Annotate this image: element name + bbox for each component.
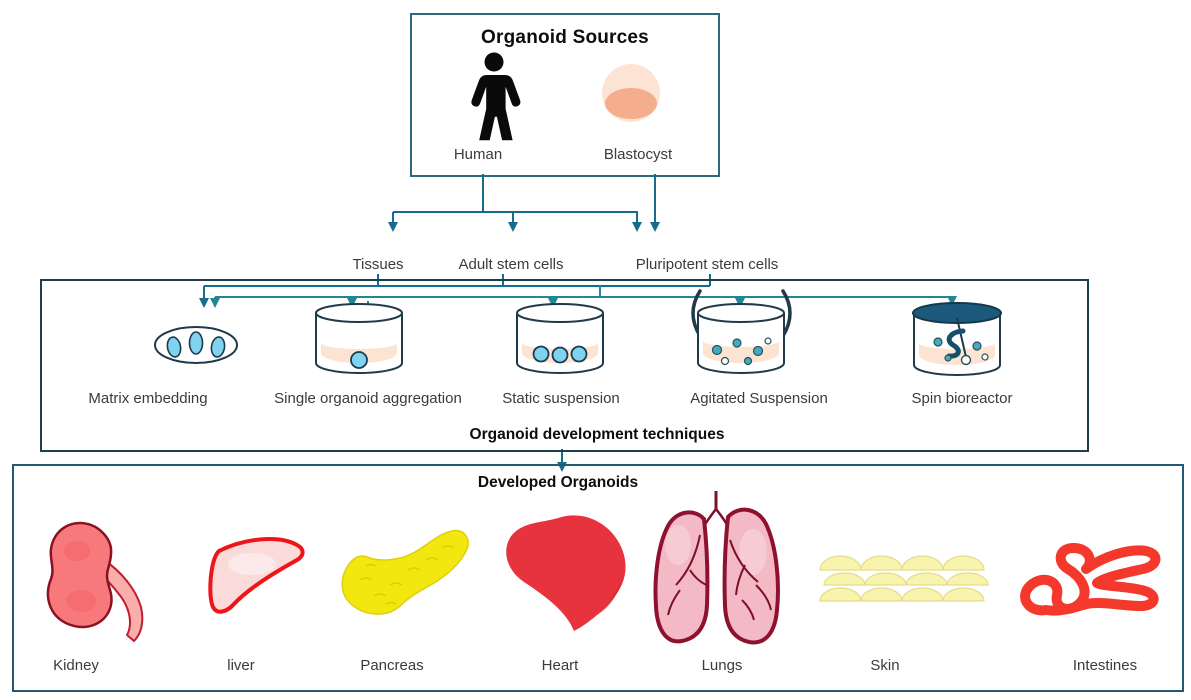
blastocyst-icon bbox=[602, 64, 660, 122]
organ-label-heart: Heart bbox=[541, 657, 579, 674]
organ-label-pancreas: Pancreas bbox=[360, 657, 424, 674]
organ-label-kidney: Kidney bbox=[53, 657, 99, 674]
human-label: Human bbox=[453, 146, 503, 163]
developed-organoids-box bbox=[12, 464, 1184, 692]
technique-label-spin-bioreactor: Spin bioreactor bbox=[911, 390, 1013, 407]
developed-organoids-title: Developed Organoids bbox=[477, 474, 639, 491]
organ-label-skin: Skin bbox=[870, 657, 900, 674]
source-type-label-tissues: Tissues bbox=[352, 256, 404, 273]
blastocyst-label: Blastocyst bbox=[603, 146, 673, 163]
technique-label-static-suspension: Static suspension bbox=[502, 390, 620, 407]
technique-label-agitated-suspension: Agitated Suspension bbox=[690, 390, 828, 407]
organ-label-intestines: Intestines bbox=[1072, 657, 1138, 674]
organoid-sources-title: Organoid Sources bbox=[481, 27, 649, 48]
source-type-label-pluripotent-stem-cells: Pluripotent stem cells bbox=[635, 256, 779, 273]
techniques-box-caption: Organoid development techniques bbox=[469, 426, 725, 443]
organoid-development-techniques-box bbox=[40, 279, 1089, 452]
source-type-label-adult-stem-cells: Adult stem cells bbox=[458, 256, 564, 273]
blastocyst-inner-cell-mass bbox=[605, 88, 657, 119]
organoid-sources-box: Organoid Sources bbox=[410, 13, 720, 177]
organ-label-liver: liver bbox=[227, 657, 255, 674]
organ-label-lungs: Lungs bbox=[701, 657, 743, 674]
technique-label-matrix-embedding: Matrix embedding bbox=[88, 390, 208, 407]
technique-label-single-organoid-aggregation: Single organoid aggregation bbox=[274, 390, 462, 407]
